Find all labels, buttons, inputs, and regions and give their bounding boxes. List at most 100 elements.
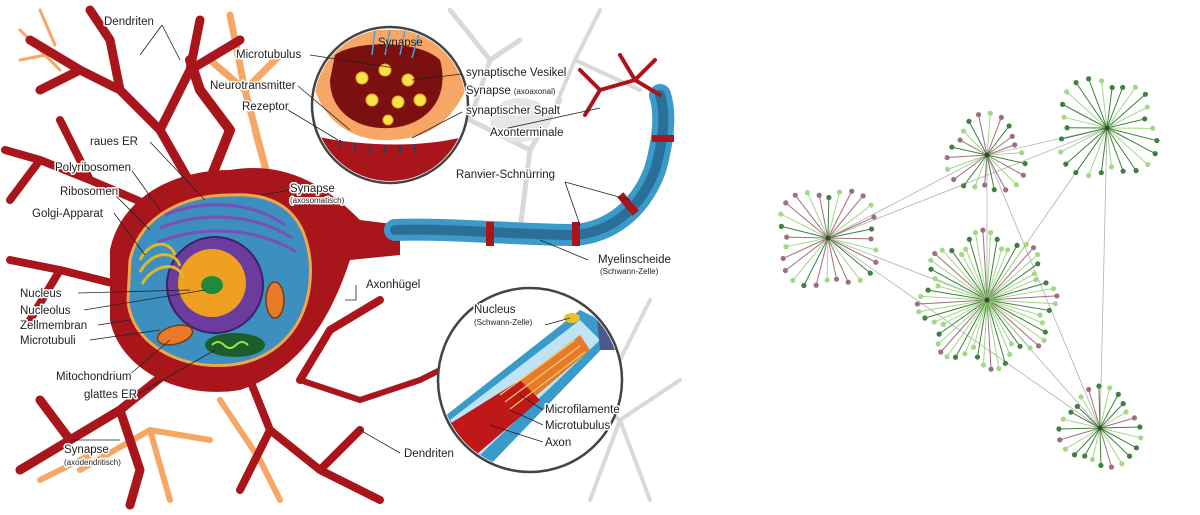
graph-leaf-node [1073, 80, 1079, 86]
label-neurotransmitter: Neurotransmitter [210, 80, 296, 92]
graph-leaf-node [783, 244, 789, 250]
graph-spoke [986, 254, 1038, 301]
graph-leaf-node [1071, 452, 1078, 458]
graph-leaf-node [988, 366, 994, 372]
graph-spoke [986, 299, 1043, 324]
label-synaptischer-spalt: synaptischer Spalt [466, 105, 561, 117]
graph-leaf-node [1027, 345, 1033, 351]
graph-leaf-node [1119, 461, 1125, 467]
graph-leaf-node [1007, 351, 1013, 358]
graph-spoke [1099, 427, 1123, 465]
graph-leaf-node [873, 247, 879, 253]
graph-leaf-node [1033, 276, 1039, 283]
graph-spoke [1099, 417, 1135, 429]
graph-spoke [986, 282, 1047, 301]
graph-leaf-node [1082, 453, 1088, 459]
graph-spoke [1099, 411, 1127, 429]
graph-spoke [986, 154, 1017, 186]
graph-leaf-node [1086, 386, 1092, 393]
graph-spoke [920, 295, 988, 301]
graph-leaf-node [1150, 125, 1156, 131]
graph-leaf-node [783, 200, 789, 206]
label-nucleolus: Nucleolus [20, 305, 71, 317]
graph-leaf-node [1013, 182, 1019, 188]
graph-hub-node [984, 152, 990, 158]
graph-spoke [827, 237, 876, 251]
mitochondrion-1 [156, 324, 194, 346]
graph-leaf-node [824, 277, 830, 283]
graph-edge [827, 127, 1108, 239]
graph-edge [1099, 127, 1108, 429]
graph-spoke [1088, 78, 1108, 129]
graph-leaf-node [1131, 415, 1138, 421]
graph-edge [827, 154, 988, 239]
graph-spoke [947, 154, 988, 159]
graph-leaf-node [833, 276, 840, 282]
label-microtubulus-top: Microtubulus [236, 49, 301, 61]
graph-spoke [1066, 91, 1108, 129]
graph-leaf-node [940, 321, 946, 327]
graph-spoke [986, 239, 998, 301]
graph-spoke [986, 247, 1034, 301]
graph-leaf-node [931, 319, 937, 325]
graph-spoke [986, 125, 1010, 156]
graph-leaf-node [1034, 251, 1041, 258]
graph-spoke [1099, 427, 1113, 468]
graph-leaf-node [849, 188, 855, 194]
graph-leaf-node [868, 202, 874, 208]
graph-leaf-node [935, 283, 941, 289]
label-axonhuegel: Axonhügel [366, 279, 420, 291]
myelin-inset [436, 286, 624, 474]
graph-leaf-node [1064, 89, 1070, 95]
label-synapse-axosomatisch: Synapse [290, 183, 335, 195]
graph-spoke [1062, 103, 1108, 129]
graph-spoke [986, 299, 1006, 364]
graph-leaf-node [1035, 261, 1041, 267]
graph-spoke [918, 299, 988, 313]
graph-spoke [803, 237, 829, 286]
graph-leaf-node [1057, 437, 1063, 443]
graph-spoke [986, 113, 991, 156]
graph-spoke [986, 144, 1015, 156]
graph-spoke [827, 237, 849, 283]
graph-leaf-node [1123, 409, 1129, 415]
graph-leaf-node [1002, 360, 1009, 366]
graph-spoke [827, 237, 871, 274]
graph-spoke [943, 299, 988, 325]
label-nucleus-inset-sub: (Schwann-Zelle) [474, 318, 533, 327]
graph-spoke [986, 288, 1054, 301]
graph-leaf-node [972, 184, 978, 190]
graph-spoke [827, 237, 861, 281]
label-ranvier: Ranvier-Schnürring [456, 169, 555, 181]
graph-spoke [986, 299, 1050, 311]
graph-spoke [1075, 82, 1108, 129]
graph-leaf-node [1108, 464, 1115, 470]
graph-spoke [815, 237, 829, 286]
graph-leaf-node [1023, 241, 1029, 248]
graph-spoke [940, 299, 988, 353]
graph-spoke [930, 259, 988, 301]
graph-spoke [785, 202, 829, 239]
graph-leaf-node [952, 354, 959, 360]
graph-leaf-node [980, 362, 987, 368]
graph-spoke [1106, 127, 1124, 172]
graph-spoke [806, 192, 829, 239]
label-synapse-title: Synapse [378, 37, 423, 49]
graph-spoke [968, 121, 988, 156]
graph-leaf-node [826, 194, 832, 201]
graph-spoke [1063, 116, 1108, 129]
graph-spoke [947, 154, 988, 170]
graph-leaf-node [816, 192, 822, 198]
graph-leaf-node [1031, 271, 1037, 277]
graph-leaf-node [936, 331, 942, 337]
graph-hub-node [1097, 425, 1103, 431]
graph-spoke [1098, 386, 1101, 429]
graph-leaf-node [868, 226, 875, 232]
diagram-labels: Dendriten Microtubulus Neurotransmitter … [19, 15, 673, 469]
graph-spoke [982, 299, 988, 366]
graph-leaf-node [1078, 394, 1084, 400]
graph-leaf-node [1030, 245, 1037, 251]
graph-leaf-node [987, 110, 993, 116]
graph-spoke [1088, 127, 1108, 176]
graph-spoke [827, 191, 853, 239]
